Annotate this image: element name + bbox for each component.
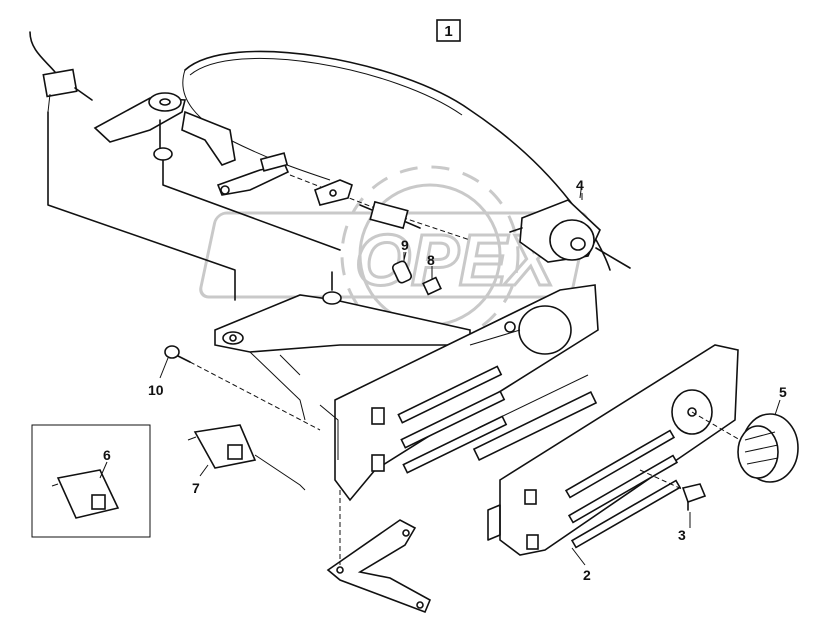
callout-10: 10 <box>148 382 164 398</box>
switch-part-7 <box>187 424 306 491</box>
blower-motor-part-4 <box>509 181 631 269</box>
callout-9: 9 <box>401 237 409 253</box>
switch-part-6 <box>51 469 120 519</box>
figure-number-box: 1 <box>436 19 461 42</box>
callout-4: 4 <box>576 177 584 193</box>
slider-strip <box>472 374 598 461</box>
inset-box <box>31 424 151 538</box>
cable-clip <box>314 179 353 206</box>
inner-face-plate <box>319 284 599 502</box>
front-bezel-part-2 <box>487 344 739 556</box>
callout-8: 8 <box>427 252 435 268</box>
harness-wire-left <box>47 111 236 301</box>
lever-linkage <box>93 92 290 196</box>
callout-3: 3 <box>678 527 686 543</box>
callout-5: 5 <box>779 384 787 400</box>
bulb-part-9 <box>391 252 413 284</box>
button-part-3 <box>639 469 707 511</box>
inline-connector <box>359 200 421 230</box>
figure-number: 1 <box>444 23 452 40</box>
callout-2: 2 <box>583 567 591 583</box>
switch-connector-top-left <box>29 31 93 113</box>
callout-6: 6 <box>103 447 111 463</box>
screw-part-10 <box>164 345 321 431</box>
heater-control-housing <box>214 271 471 421</box>
mounting-bracket <box>326 490 432 614</box>
leader-lines <box>99 193 781 566</box>
callout-7: 7 <box>192 480 200 496</box>
knob-part-5 <box>691 411 799 483</box>
